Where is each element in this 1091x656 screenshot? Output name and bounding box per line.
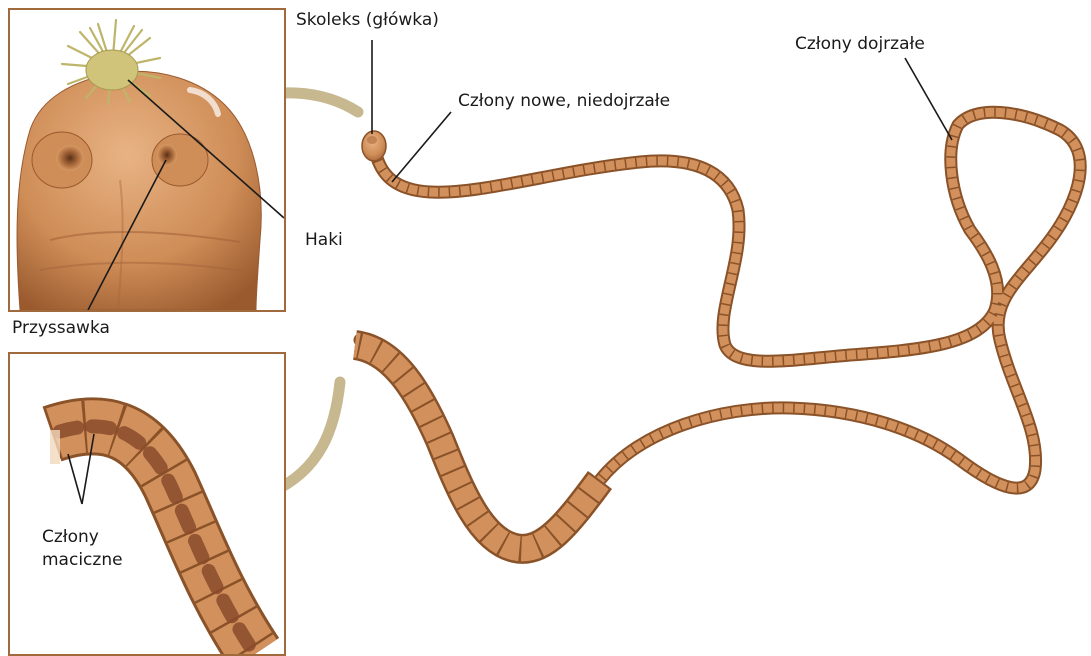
label-scolex: Skoleks (główka) bbox=[296, 10, 439, 31]
leader-gravid-1 bbox=[68, 454, 82, 504]
scolex-detail-panel bbox=[8, 8, 286, 312]
gravid-segments-illustration bbox=[10, 354, 284, 654]
scolex-small bbox=[362, 131, 386, 161]
sucker-right bbox=[157, 144, 177, 166]
label-hooks: Haki bbox=[305, 230, 343, 251]
leader-new-segments bbox=[392, 112, 451, 182]
scolex-detail-illustration bbox=[10, 10, 284, 310]
label-gravid-segments-line2: maciczne bbox=[42, 550, 123, 571]
label-gravid-segments-line1: Człony bbox=[42, 527, 99, 548]
label-mature-segments: Człony dojrzałe bbox=[795, 34, 925, 55]
gravid-segments-detail-panel bbox=[8, 352, 286, 656]
tapeworm-wide-body bbox=[355, 345, 600, 549]
label-new-segments: Człony nowe, niedojrzałe bbox=[458, 91, 670, 112]
label-sucker: Przyssawka bbox=[12, 318, 110, 339]
leader-mature-segments bbox=[905, 58, 952, 140]
sucker-left bbox=[56, 145, 84, 171]
